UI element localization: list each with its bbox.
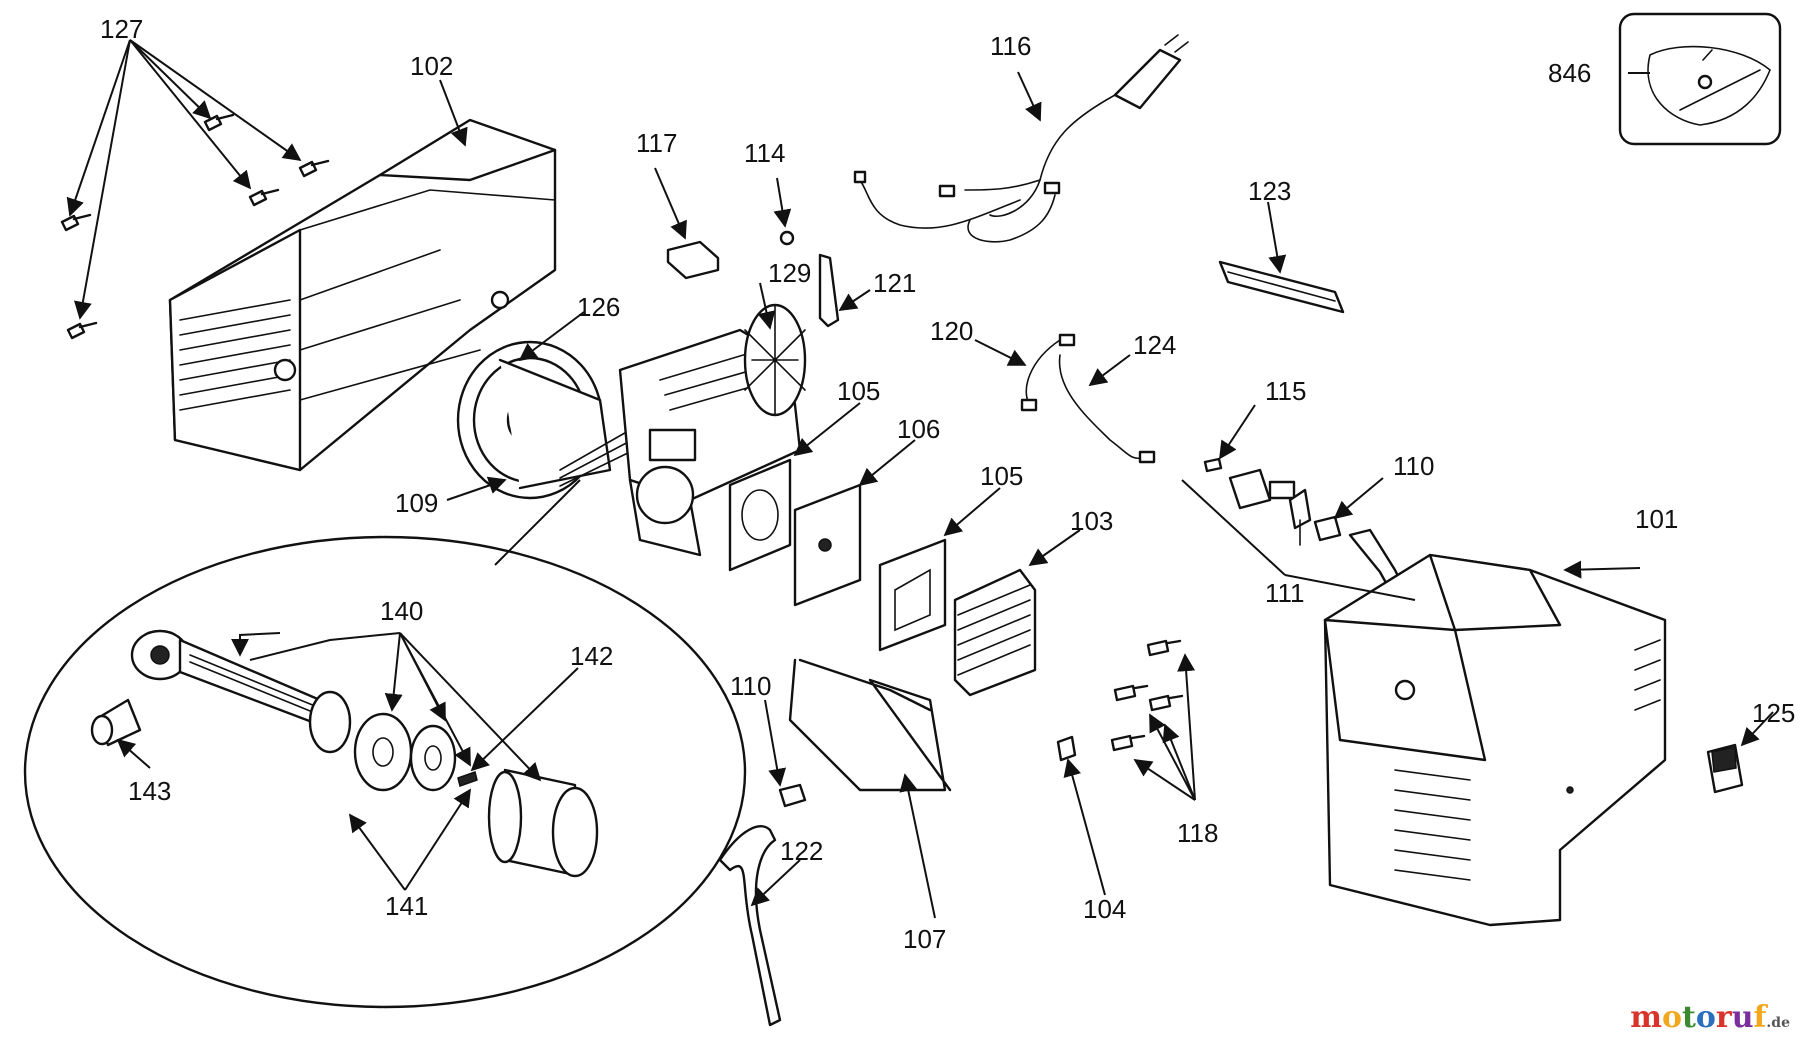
- callout-114: 114: [744, 138, 785, 168]
- cooling-fan: [743, 303, 807, 417]
- connecting-rod-inset: [23, 479, 747, 1009]
- watermark-letter: f: [1753, 1000, 1767, 1035]
- callout-126: 126: [577, 292, 620, 322]
- fitting-110-right: [1313, 515, 1342, 542]
- callout-127: 127: [100, 14, 143, 44]
- callout-labels: 127 102 117 114 116 846 123 129 121 126 …: [100, 14, 1795, 954]
- sleeve-140: [487, 768, 599, 878]
- callout-143: 143: [128, 776, 171, 806]
- belt-guard-housing: [168, 118, 557, 472]
- washer-141-large: [353, 712, 413, 792]
- callout-115: 115: [1265, 376, 1306, 406]
- callout-121: 121: [873, 268, 916, 298]
- pulley-and-belt: [456, 340, 635, 500]
- leader-lines: [66, 39, 1774, 919]
- bolt-143: [90, 698, 142, 747]
- washer-141-small: [409, 724, 457, 792]
- callout-140: 140: [380, 596, 423, 626]
- watermark-letter: r: [1715, 1000, 1732, 1035]
- callout-101: 101: [1635, 504, 1678, 534]
- callout-129: 129: [768, 258, 811, 288]
- callout-110-left: 110: [730, 671, 771, 701]
- callout-103: 103: [1070, 506, 1113, 536]
- cylinder-head-103: [953, 568, 1037, 697]
- callout-141: 141: [385, 891, 428, 921]
- gasket-105-right: [878, 538, 947, 652]
- callout-105-right: 105: [980, 461, 1023, 491]
- callout-124: 124: [1133, 330, 1176, 360]
- callout-110-right: 110: [1393, 451, 1434, 481]
- watermark-letter: u: [1731, 1000, 1754, 1035]
- bolts-118: [1110, 639, 1184, 752]
- callout-117: 117: [636, 128, 677, 158]
- hardware-kit-846-inset: [1618, 12, 1782, 146]
- power-cord-116: [853, 34, 1189, 243]
- callout-106: 106: [897, 414, 940, 444]
- site-watermark: motoruf.de: [1630, 1000, 1790, 1035]
- pad-117: [666, 240, 720, 280]
- callout-105-left: 105: [837, 376, 880, 406]
- wire-harness-120-124: [1020, 333, 1156, 464]
- callout-118: 118: [1177, 818, 1218, 848]
- callout-123: 123: [1248, 176, 1291, 206]
- callout-109: 109: [395, 488, 438, 518]
- watermark-suffix: .de: [1766, 1015, 1790, 1031]
- pressure-switch-111: [1228, 468, 1312, 546]
- callout-111: 111: [1265, 578, 1305, 608]
- gasket-105-left: [728, 458, 792, 572]
- watermark-letter: o: [1695, 1000, 1716, 1035]
- connecting-rod-140: [130, 629, 352, 754]
- nut-114: [779, 230, 795, 246]
- screw-142: [457, 771, 478, 787]
- callout-120: 120: [930, 316, 973, 346]
- watermark-letter: m: [1630, 1000, 1662, 1035]
- watermark-letter: t: [1682, 1000, 1696, 1035]
- callout-116: 116: [990, 31, 1031, 61]
- motor-assembly: [618, 303, 807, 557]
- gasket-104: [1056, 735, 1077, 762]
- brush-121: [818, 253, 840, 328]
- screws-127: [60, 113, 330, 340]
- callout-142: 142: [570, 641, 613, 671]
- watermark-letter: o: [1662, 1000, 1683, 1035]
- callout-846: 846: [1548, 58, 1591, 88]
- callout-104: 104: [1083, 894, 1126, 924]
- fitting-110-left: [778, 783, 807, 808]
- callout-122: 122: [780, 836, 823, 866]
- callout-125: 125: [1752, 698, 1795, 728]
- screw-115: [1203, 457, 1223, 473]
- callout-102: 102: [410, 51, 453, 81]
- outlet-tube-107: [788, 658, 952, 792]
- hose-122: [718, 825, 782, 1027]
- motor-cover-101: [1323, 553, 1667, 927]
- callout-107: 107: [903, 924, 946, 954]
